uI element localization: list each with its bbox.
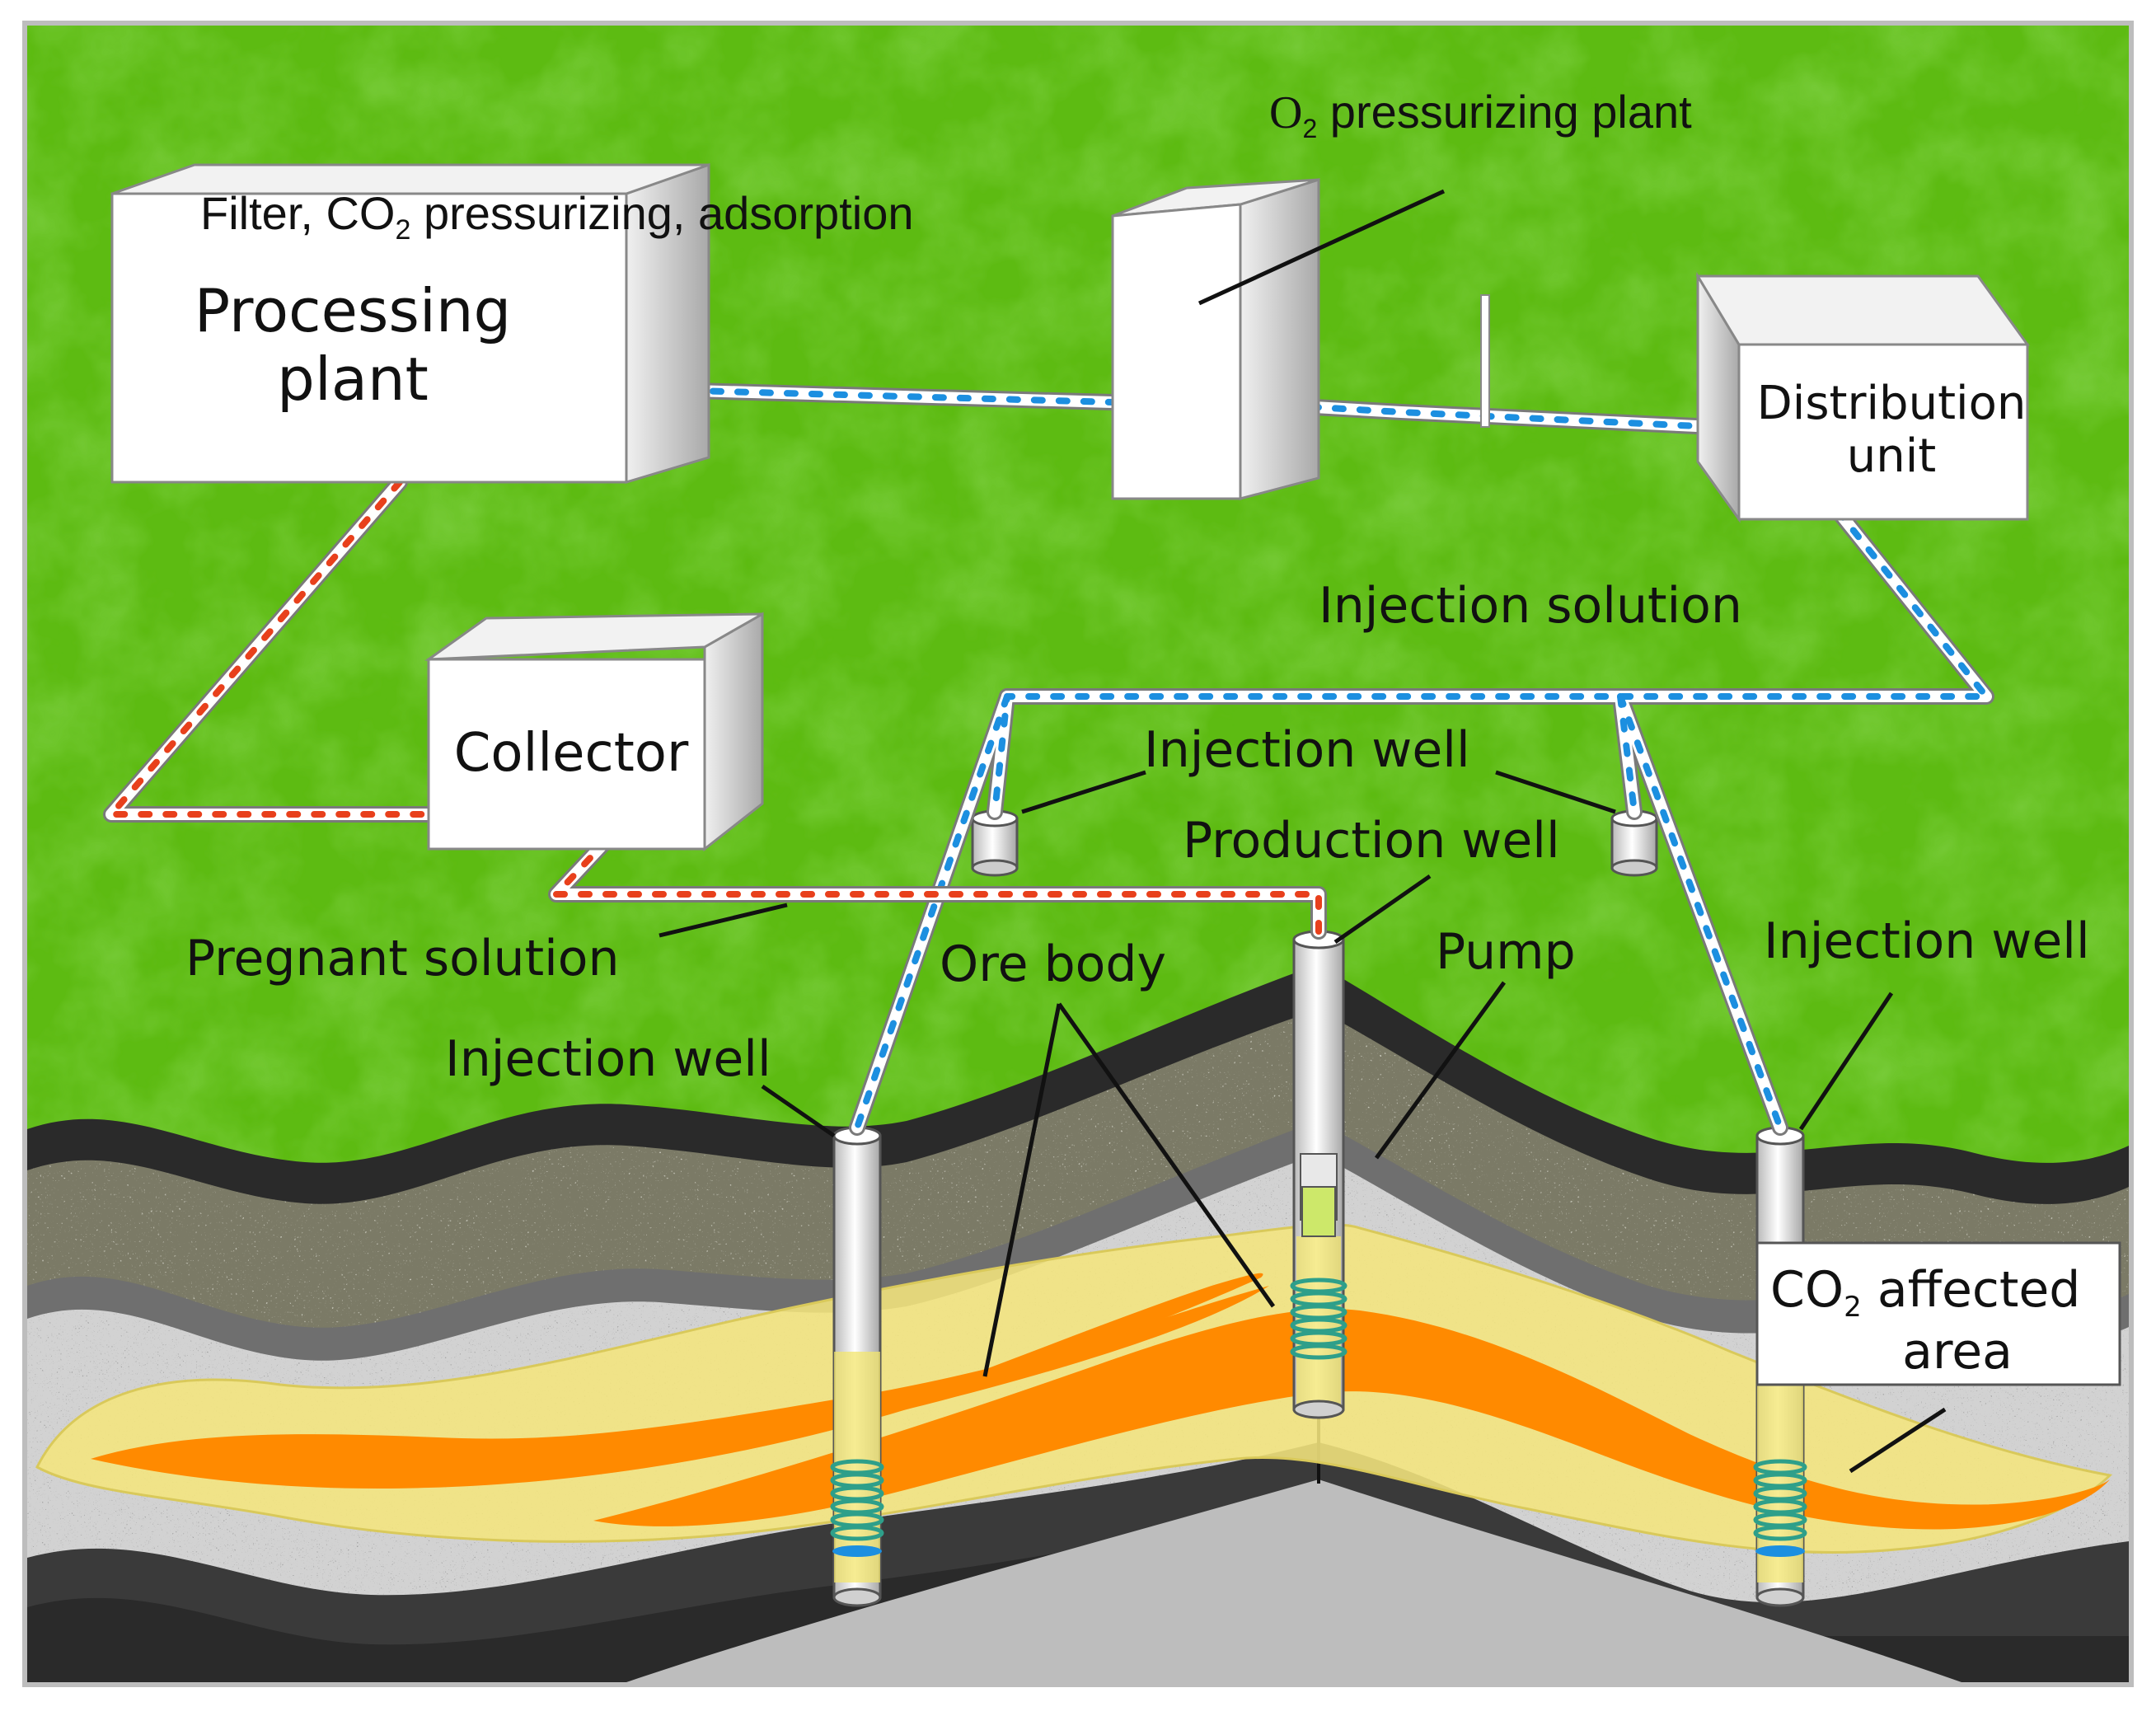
o2-plant-box [1111, 177, 1320, 500]
co2-affected-area-callout [1755, 1241, 2121, 1386]
collector-label: Collector [454, 723, 689, 784]
injection-well-left [830, 1126, 884, 1607]
distribution-unit-box [1695, 271, 2030, 523]
processing-plant-label: Processing [195, 276, 511, 345]
production-well [1290, 930, 1348, 1419]
co2-affected-area-label-2: area [1902, 1323, 2013, 1381]
ore-body-label: Ore body [940, 935, 1166, 993]
collector-box [424, 612, 764, 852]
filter-co2-adsorption-label: Filter, CO2 pressurizing, adsorption [200, 187, 913, 246]
distribution-unit-label-2: unit [1847, 429, 1937, 483]
co2-affected-area-label: CO2 affected [1770, 1261, 2080, 1324]
injection-well-top-label: Injection well [1144, 721, 1470, 779]
injection-pipe-network [655, 382, 1994, 1136]
pump-icon [1300, 1153, 1338, 1237]
pregnant-solution-label: Pregnant solution [185, 930, 620, 987]
o2-pressurizing-plant-label: O2 pressurizing plant [1269, 86, 1692, 143]
wellhead-cap-right [1610, 809, 1658, 877]
ore-body [91, 1273, 2110, 1530]
distribution-unit-label: Distribution [1757, 377, 2027, 430]
processing-plant-box [110, 162, 710, 485]
screen-coil [1753, 1459, 1807, 1541]
vent-stack [1480, 294, 1490, 428]
injection-well-right-label: Injection well [1764, 912, 2090, 970]
injection-solution-label: Injection solution [1319, 577, 1742, 635]
production-well-label: Production well [1183, 812, 1560, 870]
leader-lines [659, 189, 1947, 1474]
injection-well-left-label: Injection well [445, 1030, 771, 1088]
pump-label: Pump [1436, 923, 1576, 981]
processing-plant-label-2: plant [277, 345, 429, 414]
wellhead-cap-left [971, 809, 1019, 877]
screen-coil [830, 1459, 884, 1541]
pregnant-pipe-network [103, 474, 1327, 940]
screen-coil [1290, 1278, 1348, 1360]
